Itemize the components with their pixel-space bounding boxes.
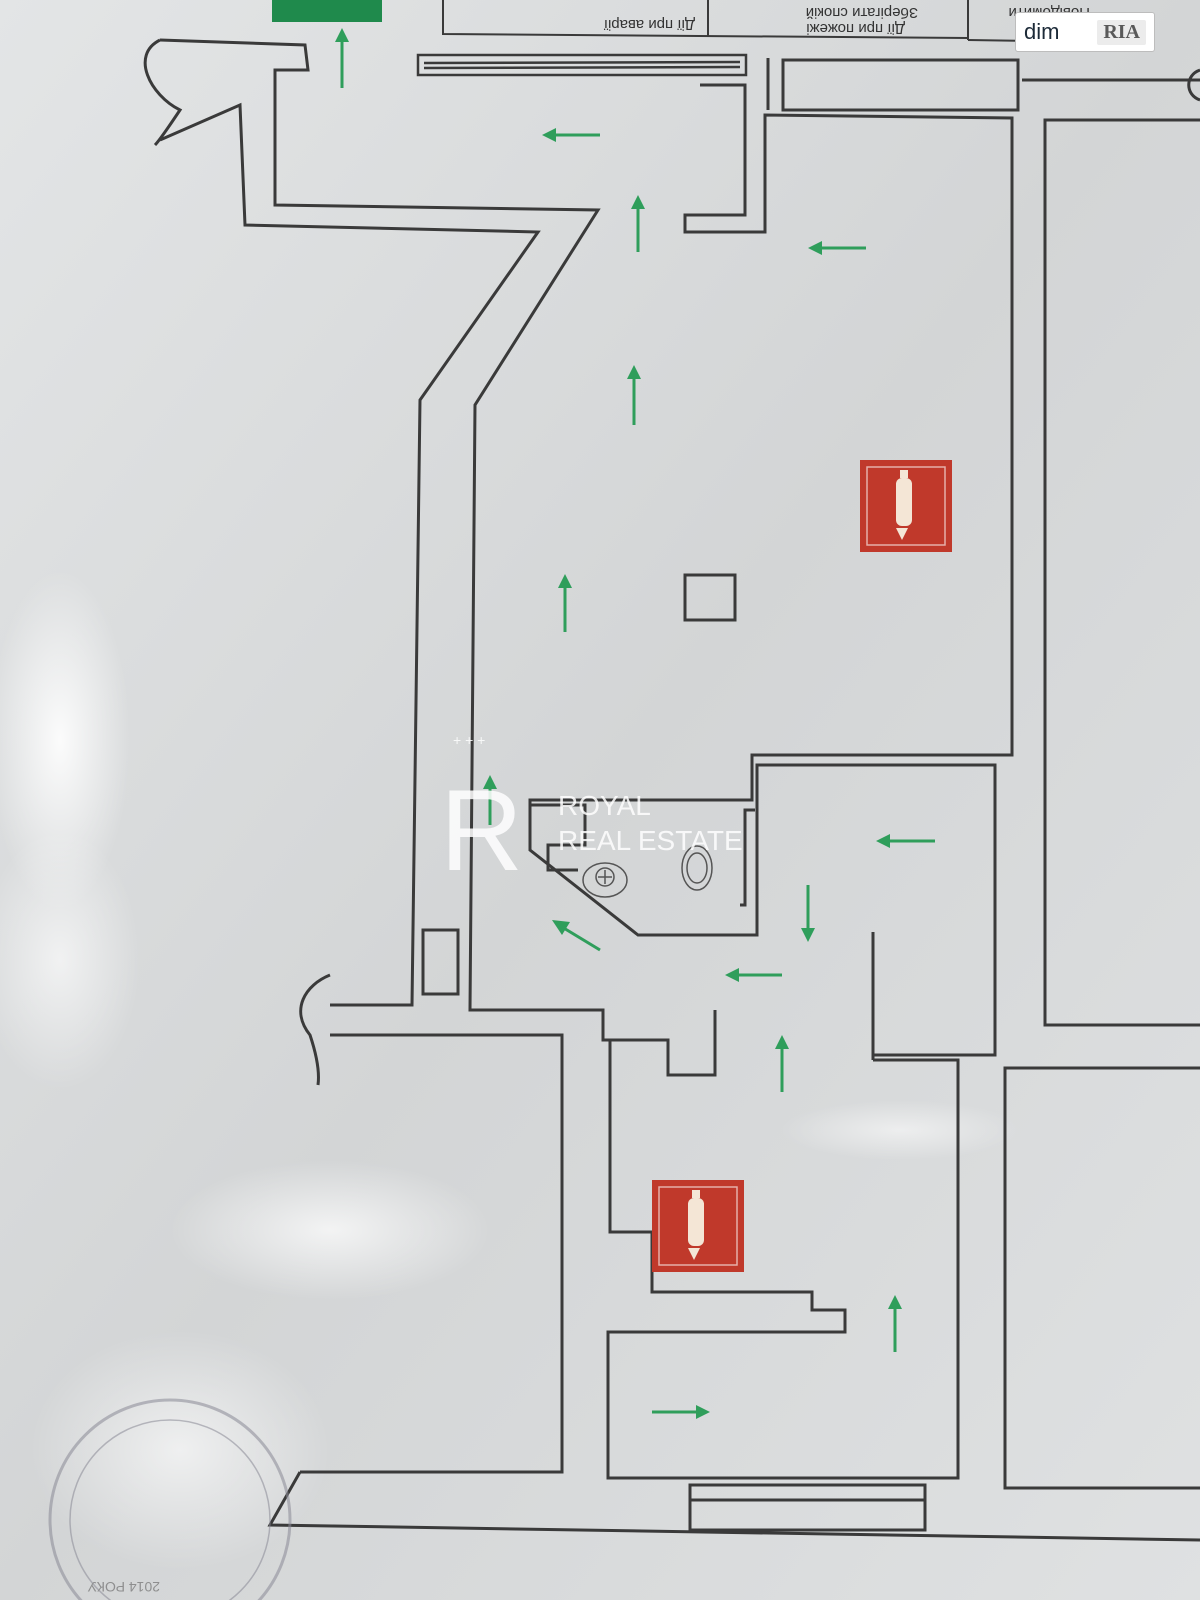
stamp-year-text: 2014 РОКУ <box>88 1579 160 1595</box>
walls <box>143 38 1200 1542</box>
evacuation-arrow-icon <box>552 920 601 952</box>
fire-extinguisher-icon <box>652 1180 744 1272</box>
evacuation-arrow-icon <box>335 28 349 88</box>
glare-highlight <box>170 1160 490 1300</box>
legend-cell-calm: Зберігати спокій <box>806 4 918 21</box>
toilet-icon <box>681 845 713 891</box>
evacuation-arrow-icon <box>876 834 935 848</box>
sink-icon <box>582 862 628 898</box>
evacuation-arrow-icon <box>631 195 645 252</box>
dim-logo-text: dim <box>1024 19 1060 44</box>
bathroom <box>582 845 713 898</box>
legend-cell-fire: Дії при пожежі <box>806 20 905 37</box>
ria-logo-text: RIA <box>1097 19 1146 45</box>
watermark-crown: + + + <box>453 732 485 748</box>
evacuation-arrow-icon <box>558 574 572 632</box>
fire-extinguisher-icon <box>860 460 952 552</box>
watermark-brand-line2: REAL ESTATE <box>558 825 743 856</box>
glare-highlight <box>780 1100 1020 1160</box>
watermark-brand-line1: ROYAL <box>558 790 651 821</box>
evacuation-arrow-icon <box>725 968 782 982</box>
legend-cell-accident: Дії при аварії <box>603 16 695 33</box>
evacuation-arrow-icon <box>542 128 600 142</box>
evacuation-arrow-icon <box>627 365 641 425</box>
glare-highlight <box>0 830 140 1090</box>
evacuation-arrow-icon <box>775 1035 789 1092</box>
evacuation-arrow-icon <box>801 885 815 942</box>
glare-highlight <box>0 570 130 910</box>
exit-sign-icon <box>272 0 382 22</box>
watermark: R + + + ROYAL REAL ESTATE <box>440 732 743 895</box>
evacuation-arrows <box>335 28 935 1419</box>
evacuation-arrow-icon <box>888 1295 902 1352</box>
evacuation-arrow-icon <box>652 1405 710 1419</box>
glare-highlight <box>30 1330 330 1570</box>
watermark-monogram: R <box>440 767 523 895</box>
official-stamp: 2014 РОКУ <box>48 1398 292 1600</box>
column <box>683 573 737 622</box>
dimria-badge[interactable]: dim RIA <box>1015 12 1155 52</box>
window-strip <box>416 53 748 77</box>
evacuation-arrow-icon <box>808 241 866 255</box>
evacuation-arrow-icon <box>483 775 497 825</box>
